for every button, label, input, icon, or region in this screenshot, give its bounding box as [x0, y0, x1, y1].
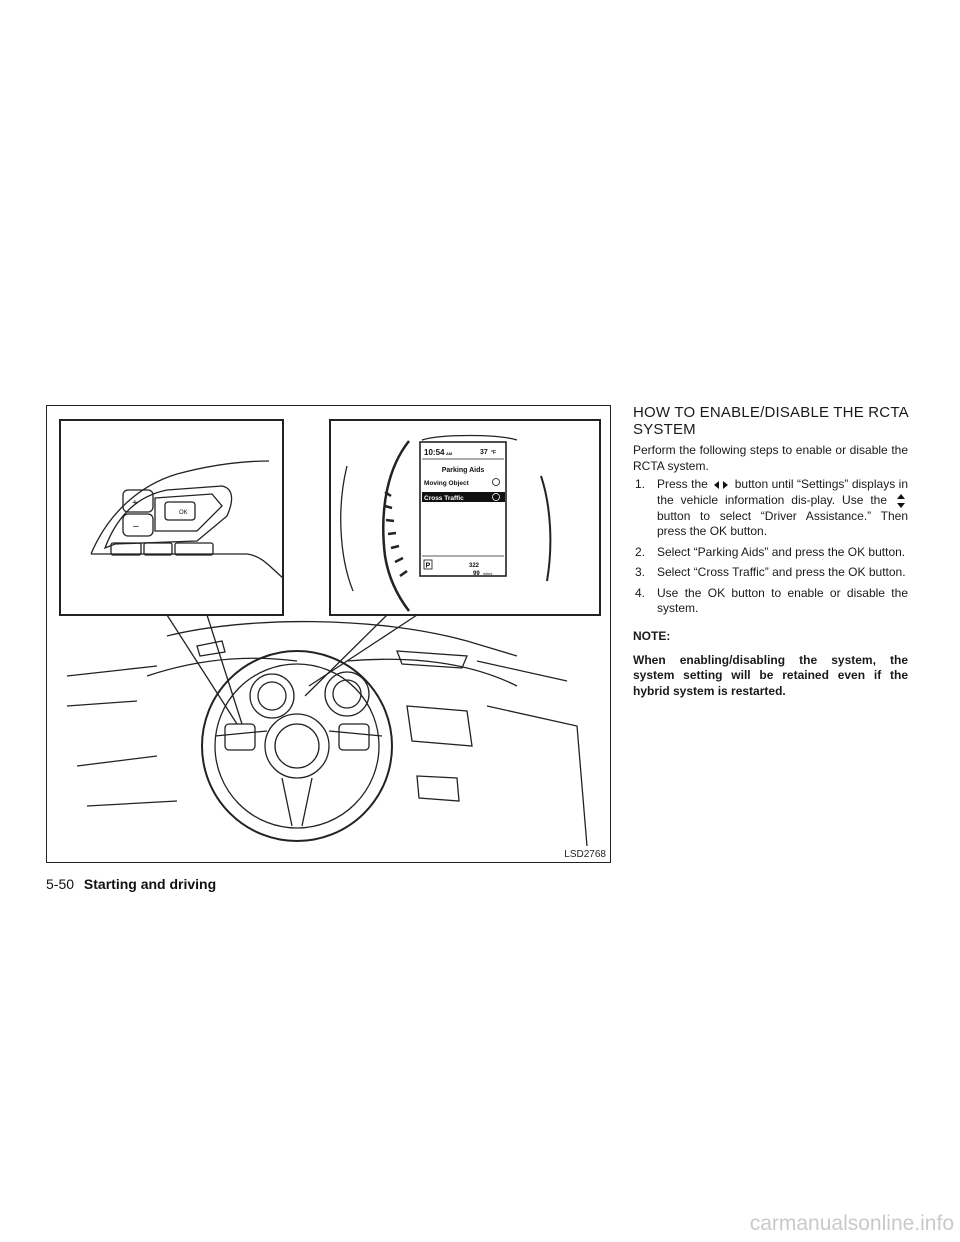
- watermark: carmanualsonline.info: [749, 1212, 954, 1235]
- note-text: When enabling/disabling the system, the …: [633, 652, 908, 698]
- display-item-highlight: [422, 492, 505, 502]
- section-title: Starting and driving: [83, 876, 217, 892]
- step-text: Use the OK button to enable or disable t…: [657, 585, 908, 616]
- step-number: 3.: [635, 565, 646, 579]
- intro-paragraph: Perform the following steps to enable or…: [633, 443, 908, 473]
- plus-icon: +: [132, 498, 138, 509]
- step-number: 2.: [635, 544, 646, 559]
- display-gear: P: [426, 563, 431, 570]
- text-column: HOW TO ENABLE/DISABLE THE RCTA SYSTEM Pe…: [633, 404, 908, 699]
- info-display-frame: [419, 441, 507, 577]
- step-text: Select “Cross Traffic” and press the OK …: [657, 565, 906, 579]
- step-item: 3. Select “Cross Traffic” and press the …: [633, 565, 908, 581]
- display-time: 10:54: [424, 448, 445, 457]
- step-text: Select “Parking Aids” and press the OK b…: [657, 544, 906, 559]
- step-item: 4. Use the OK button to enable or disabl…: [633, 586, 908, 617]
- step-item: 1. Press the button until “Settings” dis…: [633, 477, 908, 540]
- step-number: 1.: [635, 477, 646, 491]
- display-menu-title: Parking Aids: [442, 467, 485, 474]
- display-item-moving-object: Moving Object: [424, 480, 470, 487]
- step-number: 4.: [635, 585, 646, 600]
- display-temp: 37: [480, 449, 488, 456]
- display-temp-unit: °F: [491, 450, 496, 456]
- illustration-figure: 10:54 AM 37 °F Parking Aids Moving Objec…: [46, 405, 611, 863]
- step-item: 2. Select “Parking Aids” and press the O…: [633, 545, 908, 561]
- steps-list: 1. Press the button until “Settings” dis…: [633, 477, 908, 617]
- left-right-arrow-icon: [714, 480, 729, 489]
- up-down-arrow-icon: [897, 493, 905, 508]
- step-text: button to select “Driver Assistance.” Th…: [657, 508, 908, 539]
- switch-ok-label: OK: [179, 510, 188, 516]
- display-odometer-unit: miles: [483, 571, 492, 576]
- figure-code: LSD2768: [564, 849, 606, 860]
- page-number: 5-50: [46, 876, 75, 892]
- display-range: 322: [469, 563, 480, 569]
- minus-icon: –: [133, 521, 139, 532]
- step-text: button until “Settings” displays in the …: [657, 477, 908, 507]
- note-heading: NOTE:: [633, 628, 671, 643]
- dashboard-illustration: 10:54 AM 37 °F Parking Aids Moving Objec…: [59, 419, 601, 847]
- check-icon: [492, 493, 500, 501]
- check-icon: [492, 478, 500, 486]
- step-text: Press the: [657, 477, 708, 491]
- switch-inset-frame: [59, 419, 284, 616]
- display-item-cross-traffic: Cross Traffic: [424, 495, 464, 502]
- display-ampm: AM: [446, 451, 453, 456]
- section-heading: HOW TO ENABLE/DISABLE THE RCTA SYSTEM: [633, 404, 908, 438]
- display-odometer: 99: [473, 571, 480, 577]
- page-footer: 5-50 Starting and driving: [46, 876, 216, 892]
